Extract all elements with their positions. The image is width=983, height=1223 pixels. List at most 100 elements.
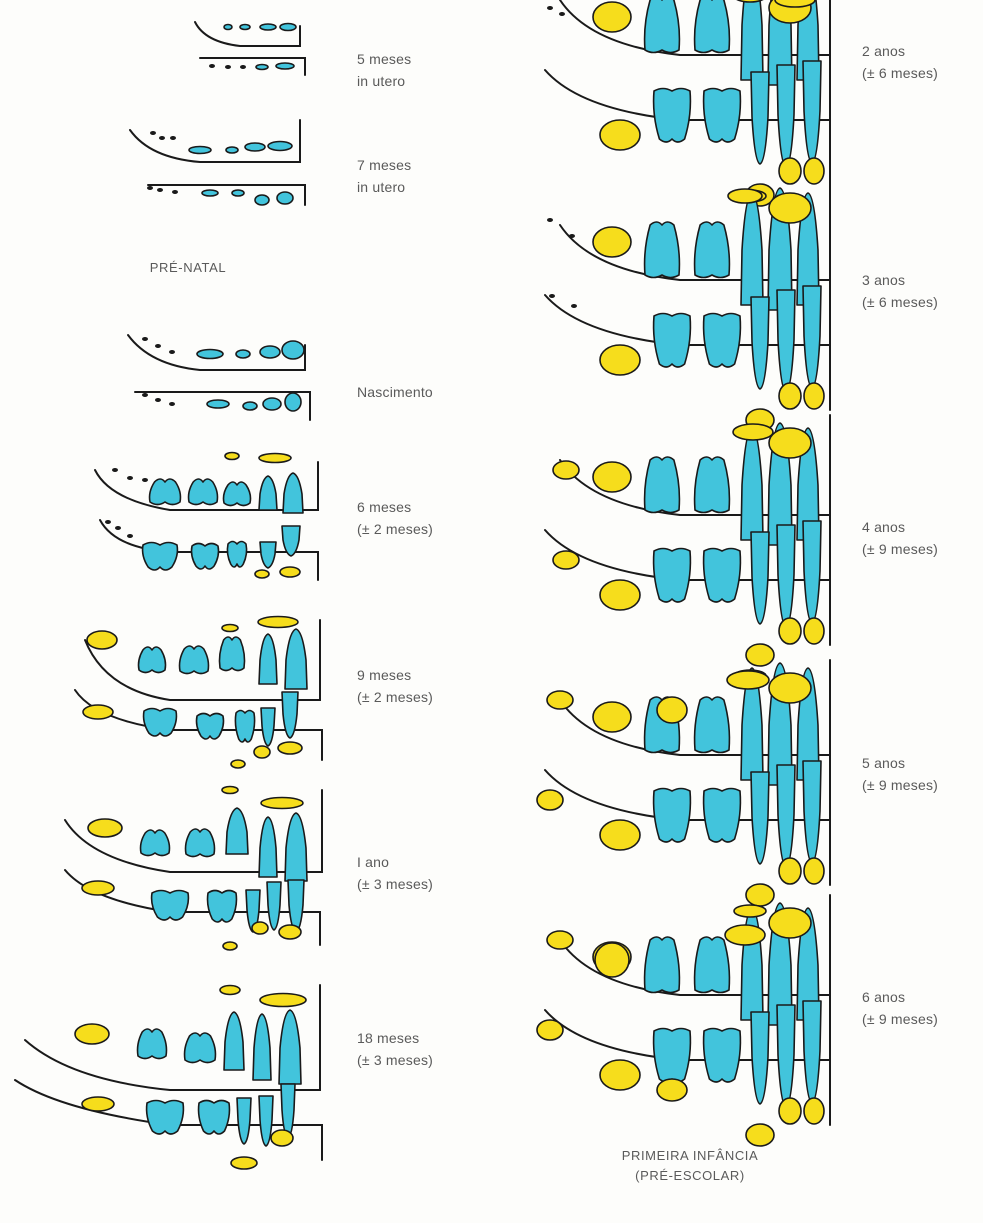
stage-label-4-years: 4 anos (± 9 meses) — [862, 516, 938, 560]
primary-molar — [191, 544, 218, 570]
permanent-tooth-bud — [222, 625, 238, 632]
stage-birth — [128, 335, 310, 420]
primary-molar — [704, 1029, 741, 1083]
stage-range: (± 2 meses) — [357, 518, 433, 540]
stage-age: 5 anos — [862, 752, 938, 774]
primary-incisor — [803, 761, 821, 863]
tooth-germ-dot — [169, 350, 175, 354]
primary-incisor — [260, 542, 276, 568]
primary-tooth-bud — [240, 25, 250, 30]
permanent-tooth-bud — [734, 0, 766, 2]
permanent-tooth-bud — [537, 790, 563, 810]
permanent-tooth-bud — [255, 570, 269, 578]
primary-molar — [147, 1101, 184, 1135]
primary-molar — [138, 647, 165, 673]
permanent-tooth-bud — [804, 618, 824, 644]
stage-age: 5 meses — [357, 48, 411, 70]
stage-9-months — [75, 617, 322, 769]
permanent-tooth-bud — [657, 697, 687, 723]
permanent-tooth-bud — [83, 705, 113, 719]
primary-tooth-bud — [207, 400, 229, 408]
permanent-tooth-bud — [593, 2, 631, 32]
tooth-germ-dot — [170, 136, 176, 140]
permanent-tooth-bud — [733, 424, 773, 440]
stage-5-years — [537, 660, 830, 906]
primary-incisor — [259, 476, 277, 510]
primary-molar — [645, 937, 680, 993]
primary-incisor — [777, 290, 795, 392]
primary-incisor — [259, 817, 277, 877]
tooth-germ-dot — [105, 520, 111, 524]
permanent-tooth-bud — [746, 644, 774, 666]
section-label-early-childhood: PRIMEIRA INFÂNCIA (PRÉ-ESCOLAR) — [580, 1146, 800, 1186]
stage-age: 4 anos — [862, 516, 938, 538]
primary-molar — [695, 222, 730, 278]
stage-range: (± 9 meses) — [862, 1008, 938, 1030]
stage-label-7-months-in-utero: 7 meses in utero — [357, 154, 411, 198]
permanent-tooth-bud — [600, 120, 640, 150]
permanent-tooth-bud — [75, 1024, 109, 1044]
primary-incisor — [751, 772, 769, 864]
primary-molar — [141, 830, 170, 856]
stage-label-6-months: 6 meses (± 2 meses) — [357, 496, 433, 540]
permanent-tooth-bud — [537, 1020, 563, 1040]
permanent-tooth-bud — [261, 798, 303, 809]
primary-tooth-bud — [277, 192, 293, 204]
primary-tooth-bud — [202, 190, 218, 196]
stage-range: (± 3 meses) — [357, 873, 433, 895]
stage-6-years — [537, 895, 830, 1146]
primary-incisor — [803, 521, 821, 623]
primary-molar — [654, 314, 691, 368]
primary-incisor — [279, 1010, 301, 1084]
primary-molar — [144, 709, 177, 737]
permanent-tooth-bud — [804, 1098, 824, 1124]
stage-range: (± 2 meses) — [357, 686, 433, 708]
primary-molar — [186, 829, 215, 857]
permanent-tooth-bud — [231, 1157, 257, 1169]
primary-incisor — [741, 193, 763, 305]
stage-label-18-months: 18 meses (± 3 meses) — [357, 1027, 433, 1071]
primary-molar — [150, 479, 181, 505]
stage-age: 6 anos — [862, 986, 938, 1008]
primary-tooth-bud — [268, 142, 292, 151]
stage-label-5-years: 5 anos (± 9 meses) — [862, 752, 938, 796]
primary-incisor — [777, 525, 795, 627]
tooth-germ-dot — [142, 478, 148, 482]
permanent-tooth-bud — [547, 691, 573, 709]
section-label-prenatal: PRÉ-NATAL — [125, 258, 251, 278]
stage-label-birth: Nascimento — [357, 381, 433, 403]
stage-7-months-in-utero — [130, 120, 305, 205]
primary-tooth-bud — [224, 25, 232, 30]
tooth-germ-dot — [571, 304, 577, 308]
primary-molar — [695, 937, 730, 993]
stage-range: in utero — [357, 70, 411, 92]
stage-range: (± 9 meses) — [862, 774, 938, 796]
primary-molar — [704, 89, 741, 143]
primary-molar — [654, 549, 691, 603]
primary-incisor — [282, 692, 298, 738]
tooth-germ-dot — [547, 6, 553, 10]
primary-molar — [695, 0, 730, 53]
jaw-outline — [130, 120, 300, 162]
primary-molar — [695, 457, 730, 513]
tooth-germ-dot — [155, 344, 161, 348]
primary-incisor — [777, 65, 795, 167]
primary-tooth-bud — [260, 24, 276, 30]
primary-molar — [695, 697, 730, 753]
primary-molar — [654, 89, 691, 143]
tooth-germ-dot — [169, 402, 175, 406]
primary-incisor — [751, 297, 769, 389]
stage-label-2-years: 2 anos (± 6 meses) — [862, 40, 938, 84]
primary-molar — [645, 0, 680, 53]
tooth-germ-dot — [147, 186, 153, 190]
stage-label-3-years: 3 anos (± 6 meses) — [862, 269, 938, 313]
primary-molar — [235, 711, 254, 743]
tooth-germ-dot — [569, 234, 575, 238]
primary-tooth-bud — [255, 195, 269, 205]
permanent-tooth-bud — [804, 858, 824, 884]
permanent-tooth-bud — [779, 383, 801, 409]
permanent-tooth-bud — [593, 702, 631, 732]
tooth-germ-dot — [150, 131, 156, 135]
primary-incisor — [751, 72, 769, 164]
stage-range: (± 6 meses) — [862, 62, 938, 84]
